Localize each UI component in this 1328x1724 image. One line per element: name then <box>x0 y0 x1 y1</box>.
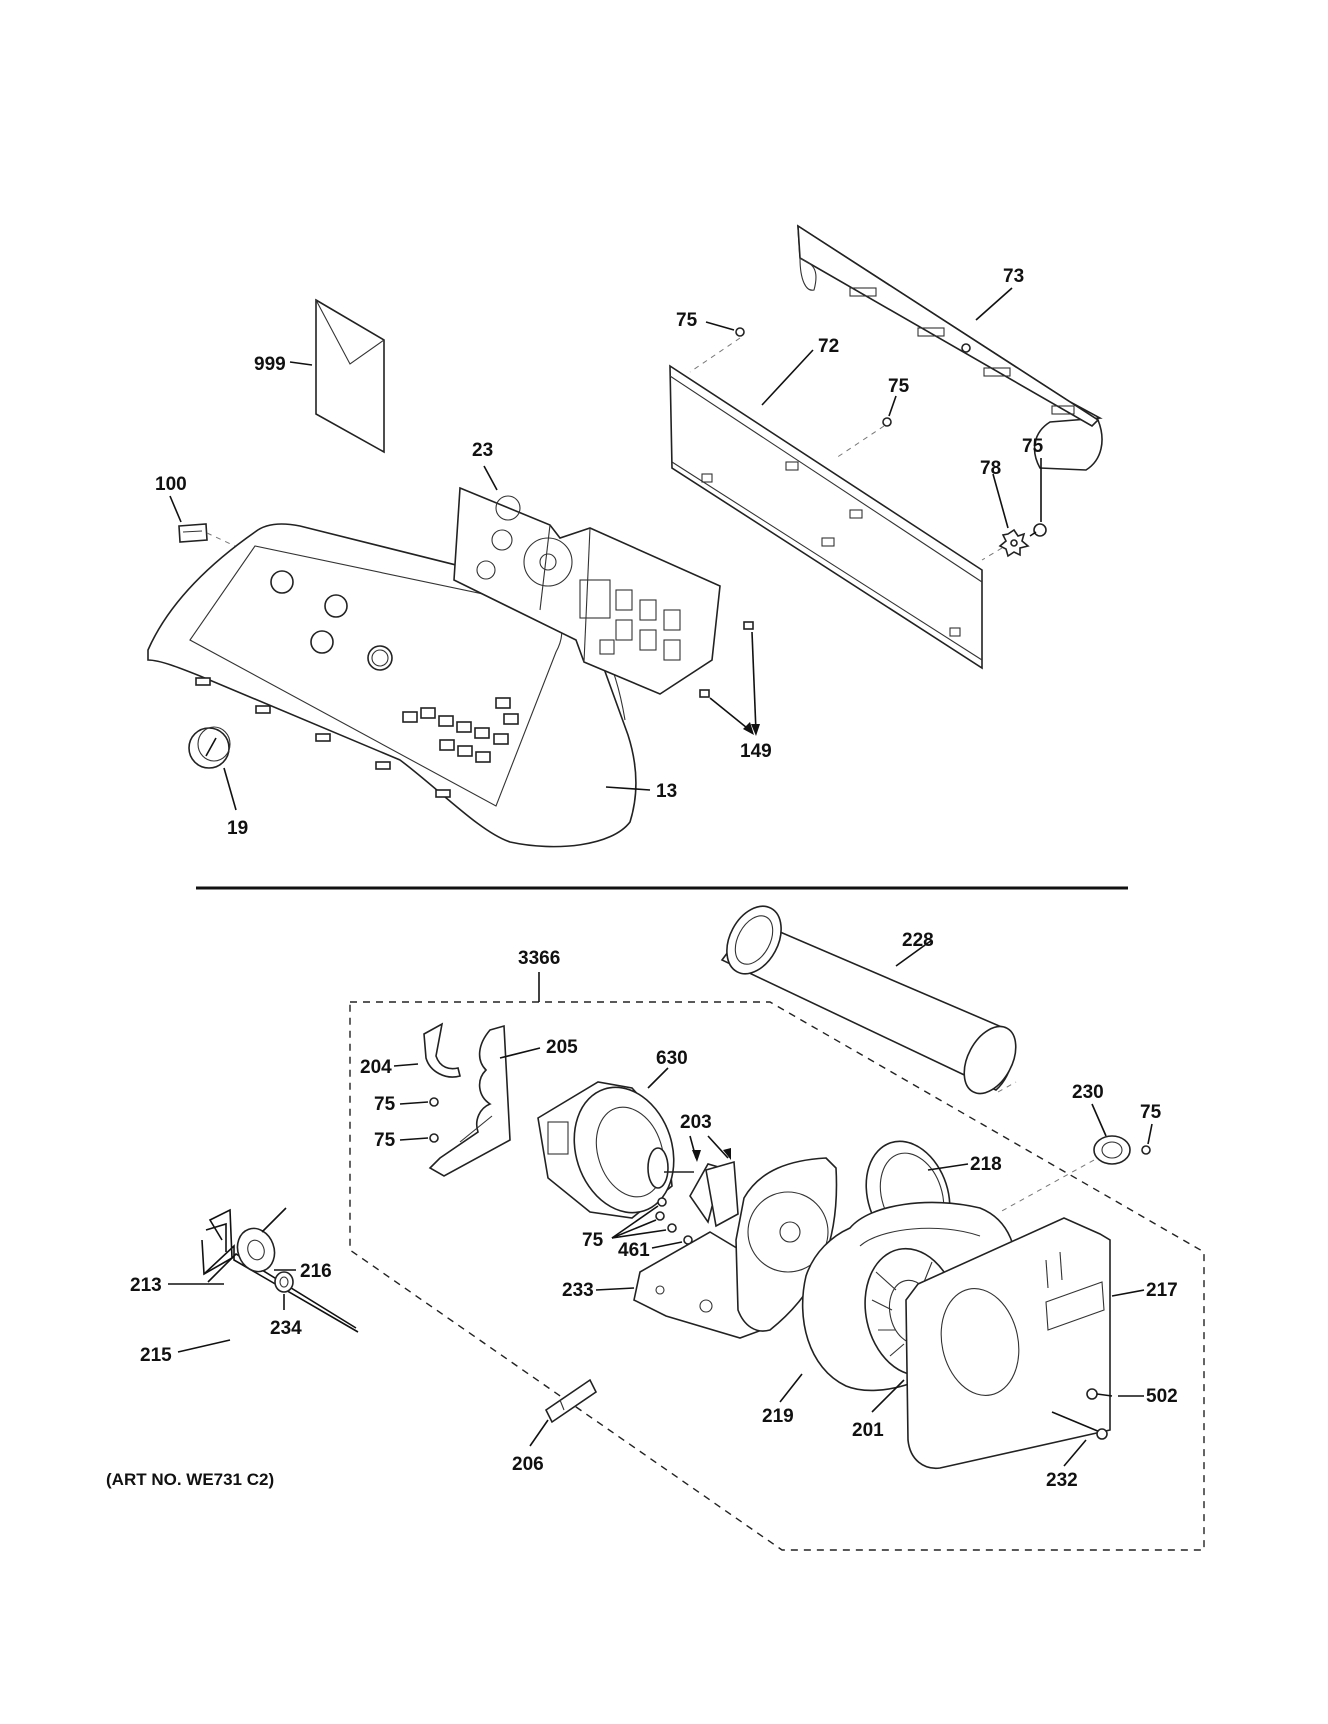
part-203-mounts <box>689 1160 739 1228</box>
part-630-motor <box>537 1081 694 1219</box>
callout-216: 216 <box>300 1261 332 1282</box>
callout-217: 217 <box>1146 1280 1178 1301</box>
callout-201: 201 <box>852 1420 884 1441</box>
part-100-badge <box>178 523 208 543</box>
callout-228: 228 <box>902 930 934 951</box>
callout-213: 213 <box>130 1275 162 1296</box>
part-206-clip <box>544 1378 598 1424</box>
part-217-front-cover <box>905 1217 1111 1469</box>
part-75-screw-top-c <box>1029 523 1047 537</box>
part-149-clips <box>699 621 754 698</box>
part-230-thermostat <box>999 1135 1131 1213</box>
part-bulkhead <box>735 1157 838 1332</box>
part-999-literature <box>315 298 385 454</box>
callout-73: 73 <box>1003 266 1024 287</box>
part-233-base <box>633 1231 763 1339</box>
callout-205: 205 <box>546 1037 578 1058</box>
callout-215: 215 <box>140 1345 172 1366</box>
callout-19: 19 <box>227 818 248 839</box>
part-75-screws-motor <box>655 1197 677 1233</box>
part-215-belt <box>203 1244 359 1333</box>
callout-72: 72 <box>818 336 839 357</box>
part-75-screw-thermostat <box>1141 1145 1151 1155</box>
part-75-screw-mid-a <box>429 1097 439 1107</box>
part-204-clamp <box>423 1022 461 1078</box>
callout-23: 23 <box>472 440 493 461</box>
part-75-screw-top-a <box>735 327 745 337</box>
callout-75-top-b: 75 <box>888 376 910 397</box>
part-72-rear-panel <box>669 364 983 670</box>
callout-78: 78 <box>980 458 1001 479</box>
part-23-control-board <box>453 486 721 695</box>
callout-75-mid-b: 75 <box>374 1130 396 1151</box>
part-216-pulley <box>236 1207 287 1273</box>
part-78-washer <box>998 528 1030 558</box>
callout-75-top-a: 75 <box>676 310 698 331</box>
part-73-top-cover <box>797 224 1103 471</box>
callout-219: 219 <box>762 1406 794 1427</box>
part-502-screw <box>1086 1388 1113 1400</box>
callout-75-thermostat: 75 <box>1140 1102 1162 1123</box>
callout-461: 461 <box>618 1240 650 1261</box>
callout-203: 203 <box>680 1112 712 1133</box>
callout-100: 100 <box>155 474 187 495</box>
part-228-duct <box>720 905 1017 1095</box>
callout-234: 234 <box>270 1318 302 1339</box>
part-213-idler-arm <box>201 1208 233 1276</box>
callout-232: 232 <box>1046 1470 1078 1491</box>
part-205-bracket <box>428 1024 511 1177</box>
callout-3366: 3366 <box>518 948 560 969</box>
callout-13: 13 <box>656 781 677 802</box>
part-234-nut <box>274 1271 294 1293</box>
callout-149: 149 <box>740 741 772 762</box>
part-75-screw-top-b <box>882 417 892 427</box>
part-19-knob <box>188 726 231 769</box>
callout-233: 233 <box>562 1280 594 1301</box>
part-75-screw-mid-b <box>429 1133 439 1143</box>
callout-218: 218 <box>970 1154 1002 1175</box>
part-232-bolt <box>1051 1411 1108 1440</box>
callout-502: 502 <box>1146 1386 1178 1407</box>
callout-230: 230 <box>1072 1082 1104 1103</box>
callout-206: 206 <box>512 1454 544 1475</box>
callout-999: 999 <box>254 354 286 375</box>
callout-630: 630 <box>656 1048 688 1069</box>
callout-75-motor: 75 <box>582 1230 604 1251</box>
callout-204: 204 <box>360 1057 392 1078</box>
art-number: (ART NO. WE731 C2) <box>106 1470 274 1489</box>
callout-75-mid-a: 75 <box>374 1094 396 1115</box>
kit-3366-outline <box>349 1001 1205 1551</box>
callout-75-top-c: 75 <box>1022 436 1044 457</box>
